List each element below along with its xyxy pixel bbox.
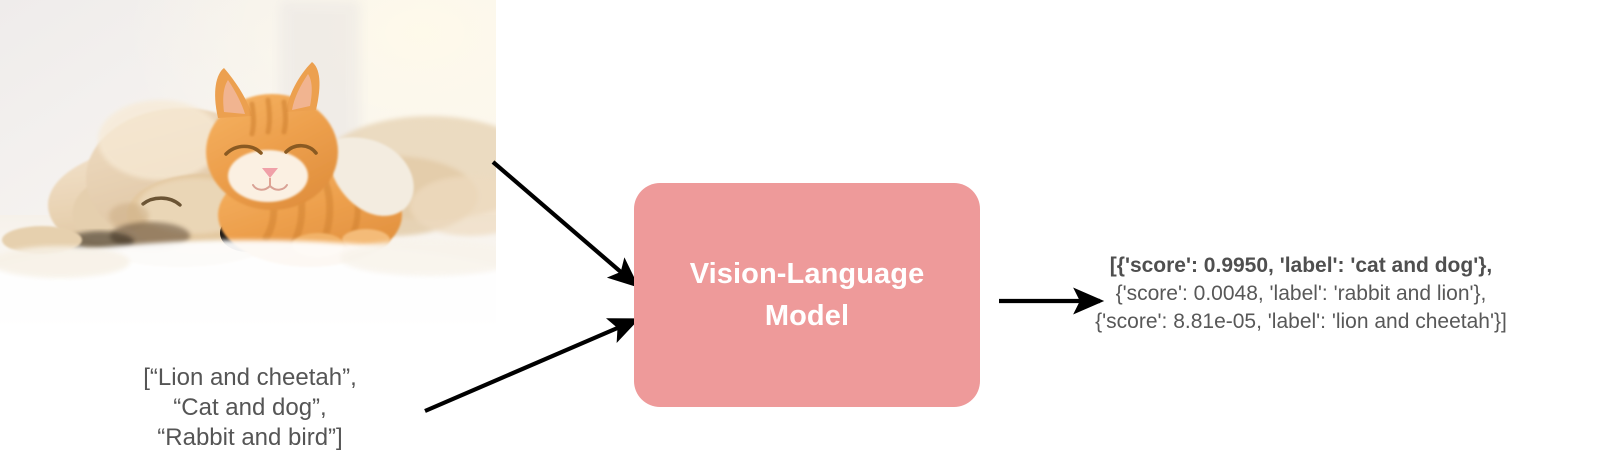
arrow-text-to-model: [424, 318, 640, 413]
arrow-image-to-model: [491, 160, 640, 288]
input-image: [0, 0, 496, 326]
prompt-line: [“Lion and cheetah”,: [143, 364, 357, 391]
prompt-text-list: [“Lion and cheetah”, “Cat and dog”, “Rab…: [100, 363, 400, 453]
model-output: [{'score': 0.9950, 'label': 'cat and dog…: [1031, 252, 1571, 336]
output-line-top-prediction: [{'score': 0.9950, 'label': 'cat and dog…: [1109, 254, 1493, 277]
input-image-illustration: [0, 0, 496, 326]
output-line-third-prediction: {'score': 8.81e-05, 'label': 'lion and c…: [1095, 310, 1507, 333]
vision-language-model-box: Vision-Language Model: [634, 183, 980, 407]
output-line-second-prediction: {'score': 0.0048, 'label': 'rabbit and l…: [1115, 282, 1487, 305]
prompt-line: “Cat and dog”,: [173, 394, 327, 421]
blanket: [0, 240, 496, 326]
model-label: Vision-Language Model: [689, 257, 925, 332]
prompt-line: “Rabbit and bird”]: [157, 424, 343, 451]
